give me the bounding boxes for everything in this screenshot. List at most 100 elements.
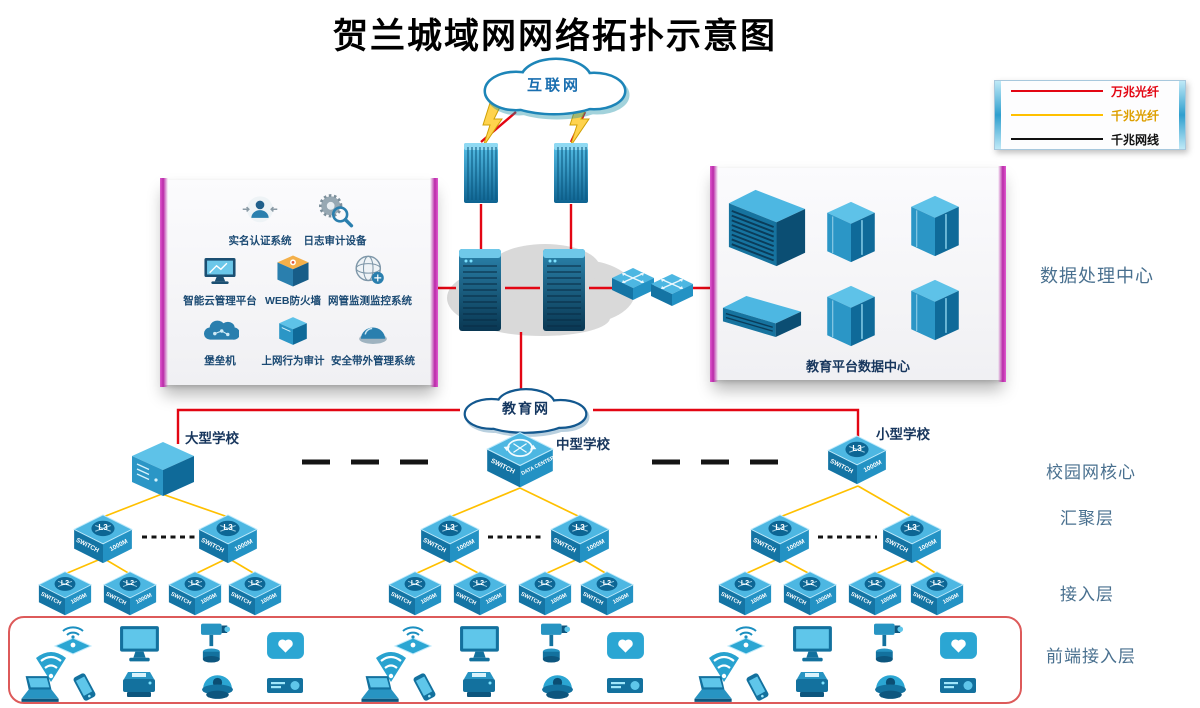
diagram-title: 贺兰城域网网络拓扑示意图 <box>332 17 777 56</box>
frontend-devices-group-large <box>15 618 315 702</box>
ptz-camera-icon <box>197 618 235 663</box>
bastion-icon <box>201 312 239 350</box>
dvr-icon <box>265 674 305 698</box>
security-item-label: 日志审计设备 <box>303 235 367 247</box>
frontend-devices-group-small <box>688 618 988 702</box>
education-network-cloud: 教育网 <box>452 384 600 436</box>
legend: 万兆光纤 千兆光纤 千兆网线 <box>994 80 1186 150</box>
dvr-icon <box>938 674 978 698</box>
laptop-icon <box>15 674 61 705</box>
education-cloud-label: 教育网 <box>502 400 550 417</box>
cloud-shape <box>483 57 627 116</box>
printer-icon <box>459 670 499 700</box>
web-firewall-icon <box>274 252 312 290</box>
dome-camera-icon <box>872 668 909 701</box>
switch-tier-label: L2 <box>410 580 420 587</box>
switch-tier-label: L3 <box>223 523 233 532</box>
switch-tier-label: L2 <box>475 580 485 587</box>
datacenter-panel: 教育平台数据中心 <box>710 166 1006 382</box>
security-systems-panel: 实名认证系统 日志审计设备 智能云管理平台 WEB防火墙 网管监测监控系统 堡垒… <box>160 178 438 387</box>
dvr-icon <box>605 674 645 698</box>
ptz-camera-icon <box>537 618 575 663</box>
security-item-label: 安全带外管理系统 <box>331 355 415 367</box>
security-item-label: 上网行为审计 <box>261 355 325 367</box>
school-label-large: 大型学校 <box>185 431 239 446</box>
switch-tier-label: L2 <box>805 580 815 587</box>
security-item: 实名认证系统 <box>217 192 303 247</box>
rackmount-server <box>721 294 803 339</box>
layer-label-campus-core: 校园网核心 <box>1046 463 1136 482</box>
small-school-core-switch: L3 SWITCH 1000M <box>826 434 888 486</box>
school-label-medium: 中型学校 <box>556 437 610 452</box>
core-router-left <box>454 246 506 334</box>
security-item-label: 堡垒机 <box>204 355 236 367</box>
legend-label: 万兆光纤 <box>1111 84 1160 99</box>
switch-tier-label: L2 <box>125 580 135 587</box>
legend-line-red <box>1011 89 1103 93</box>
cloud-shape <box>463 388 588 434</box>
firewall-device-right <box>551 138 591 206</box>
laptop-icon <box>355 674 401 705</box>
datacenter-switch-2 <box>649 272 695 310</box>
dome-camera-icon <box>199 668 236 701</box>
phone-icon <box>409 669 440 704</box>
firewall-device-left <box>461 138 501 206</box>
legend-item-1g-fiber: 千兆光纤 <box>1011 107 1177 124</box>
layer-label-aggregation: 汇聚层 <box>1060 509 1114 528</box>
legend-item-10g-fiber: 万兆光纤 <box>1011 83 1177 100</box>
school-label-small: 小型学校 <box>876 427 930 442</box>
net-monitor-icon <box>351 252 389 290</box>
security-item-label: WEB防火墙 <box>265 295 321 307</box>
datacenter-panel-label: 教育平台数据中心 <box>805 359 910 374</box>
printer-icon <box>792 670 832 700</box>
server-cabinet <box>909 194 961 258</box>
security-item: 上网行为审计 <box>250 312 336 367</box>
auth-user-icon <box>241 192 279 230</box>
legend-label: 千兆光纤 <box>1111 108 1160 123</box>
monitor-icon <box>118 624 163 665</box>
fiber-10g-lines <box>176 111 860 444</box>
security-item: 安全带外管理系统 <box>330 312 416 367</box>
security-item: 网管监测监控系统 <box>327 252 413 307</box>
switch-tier-label: L2 <box>602 580 612 587</box>
security-item: 智能云管理平台 <box>177 252 263 307</box>
switch-tier-label: L3 <box>775 523 785 532</box>
legend-label: 千兆网线 <box>1111 132 1160 147</box>
switch-tier-label: L2 <box>250 580 260 587</box>
security-item: WEB防火墙 <box>250 252 336 307</box>
internet-cloud: 互联网 <box>468 53 640 119</box>
layer-label-datacenter: 数据处理中心 <box>1040 266 1154 286</box>
security-item-label: 智能云管理平台 <box>183 295 257 307</box>
security-item-label: 实名认证系统 <box>228 235 292 247</box>
laptop-icon <box>688 674 734 705</box>
switch-tier-label: L3 <box>852 444 862 453</box>
security-item-label: 网管监测监控系统 <box>328 295 412 307</box>
switch-tier-label: L2 <box>190 580 200 587</box>
legend-line-black <box>1011 137 1103 141</box>
core-router-right <box>538 246 590 334</box>
switch-tier-label: L2 <box>932 580 942 587</box>
dome-camera-icon <box>539 668 576 701</box>
phone-icon <box>69 669 100 704</box>
phone-icon <box>742 669 773 704</box>
cloud-device-icon <box>265 628 306 663</box>
layer-label-frontend: 前端接入层 <box>1046 647 1136 666</box>
server-cabinet <box>825 200 877 264</box>
frontend-devices-group-medium <box>355 618 655 702</box>
frontend-access-zone <box>8 616 1022 704</box>
legend-item-1g-cable: 千兆网线 <box>1011 131 1177 148</box>
switch-tier-label: L3 <box>98 523 108 532</box>
internet-cloud-label: 互联网 <box>526 76 581 94</box>
